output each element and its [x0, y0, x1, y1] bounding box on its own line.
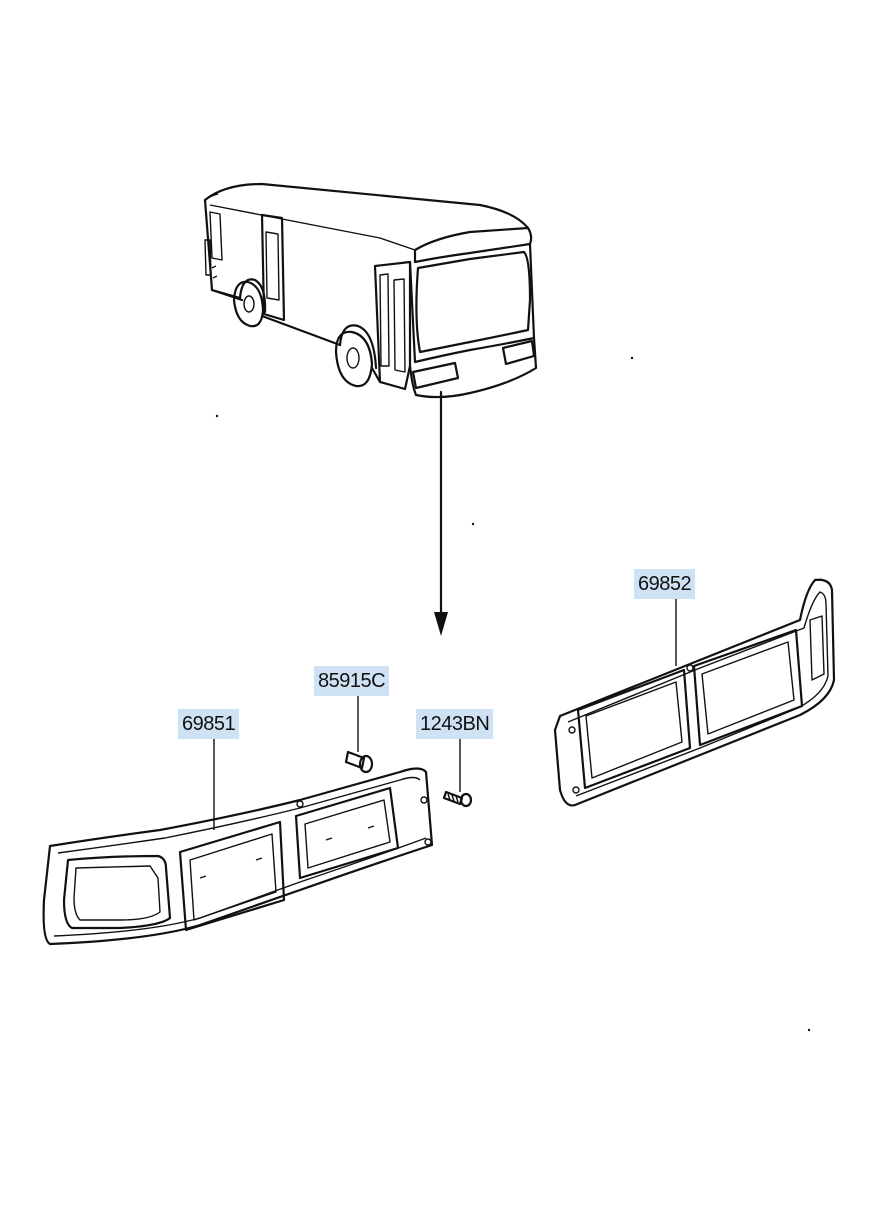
location-arrow	[434, 390, 448, 636]
lamp-bezel-right	[553, 578, 836, 807]
part-label-69852[interactable]: 69852	[634, 569, 696, 599]
screw-1243bn	[442, 739, 473, 808]
bolt-85915c	[344, 696, 374, 774]
bus-illustration	[203, 182, 538, 399]
part-label-69851[interactable]: 69851	[178, 709, 240, 739]
part-label-85915c[interactable]: 85915C	[314, 666, 390, 696]
part-label-1243bn[interactable]: 1243BN	[416, 709, 494, 739]
lamp-bezel-left	[42, 739, 434, 946]
